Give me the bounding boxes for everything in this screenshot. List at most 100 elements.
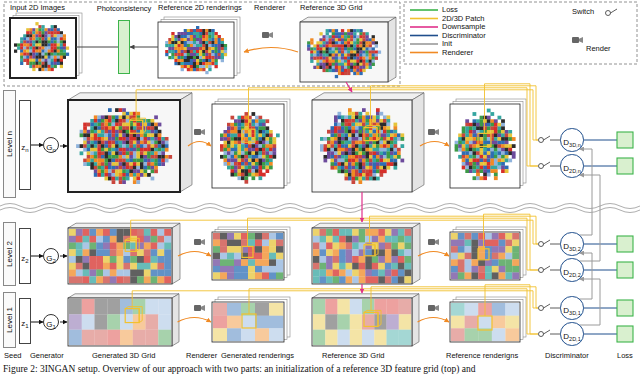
voxel [48,68,51,71]
loss-box [617,132,633,148]
voxel [97,144,101,148]
voxel [241,162,245,166]
voxel [224,144,228,148]
voxel [126,130,130,134]
voxel [362,66,365,69]
voxel [348,144,352,148]
voxel [362,44,365,47]
voxel [97,133,101,137]
voxel [353,44,356,47]
voxel [54,31,57,34]
voxel [199,47,202,50]
voxel [383,148,387,152]
voxel [380,151,384,155]
voxel [362,119,366,123]
voxel [60,34,63,37]
voxel [362,108,366,112]
voxel [23,37,26,40]
voxel [383,119,387,123]
voxel [487,141,491,145]
voxel [35,65,38,68]
voxel [133,180,137,184]
voxel [353,69,356,72]
voxel [387,151,391,155]
voxel [119,115,123,119]
voxel [193,56,196,59]
voxel [171,47,174,50]
voxel [505,169,509,173]
voxel [122,141,126,145]
voxel [338,72,341,75]
voxel [259,144,263,148]
voxel [473,130,477,134]
voxel [205,29,208,32]
voxel [115,169,119,173]
voxel [483,126,487,130]
voxel [338,32,341,35]
voxel [96,229,103,236]
voxel [316,41,319,44]
voxel [151,144,155,148]
voxel [231,169,235,173]
voxel [115,126,119,130]
voxel [122,126,126,130]
voxel [252,169,256,173]
voxel [487,137,491,141]
voxel [147,151,151,155]
voxel [165,41,168,44]
voxel [390,137,394,141]
voxel [54,47,57,50]
voxel [465,166,469,170]
voxel [202,35,205,38]
voxel [54,59,57,62]
voxel [205,71,208,74]
voxel [196,65,199,68]
voxel [476,169,480,173]
voxel [171,44,174,47]
voxel [387,155,391,159]
voxel [211,38,214,41]
voxel [259,134,263,138]
voxel [234,151,238,155]
voxel [348,108,352,112]
voxel [129,162,133,166]
voxel [483,173,487,177]
voxel [158,162,162,166]
voxel [20,40,23,43]
voxel [335,75,338,78]
voxel [332,29,335,32]
voxel [126,137,130,141]
voxel [238,159,242,163]
voxel [184,47,187,50]
level-figure [60,84,633,192]
voxel [108,137,112,141]
voxel [45,68,48,71]
voxel [89,249,96,256]
voxel [151,148,155,152]
voxel [476,155,480,159]
voxel [51,56,54,59]
voxel [259,123,263,127]
voxel [238,126,242,130]
voxel [356,57,359,60]
voxel [394,141,398,145]
voxel [137,229,144,236]
voxel [211,44,214,47]
voxel [390,148,394,152]
voxel [147,130,151,134]
voxel [320,137,324,141]
voxel [234,134,238,138]
voxel [512,155,516,159]
voxel [190,68,193,71]
voxel [255,116,259,120]
voxel [231,151,235,155]
voxel [366,162,370,166]
voxel [190,65,193,68]
voxel [483,155,487,159]
voxel [266,134,270,138]
voxel [136,180,140,184]
voxel [199,29,202,32]
voxel [115,144,119,148]
voxel [90,155,94,159]
voxel [23,47,26,50]
